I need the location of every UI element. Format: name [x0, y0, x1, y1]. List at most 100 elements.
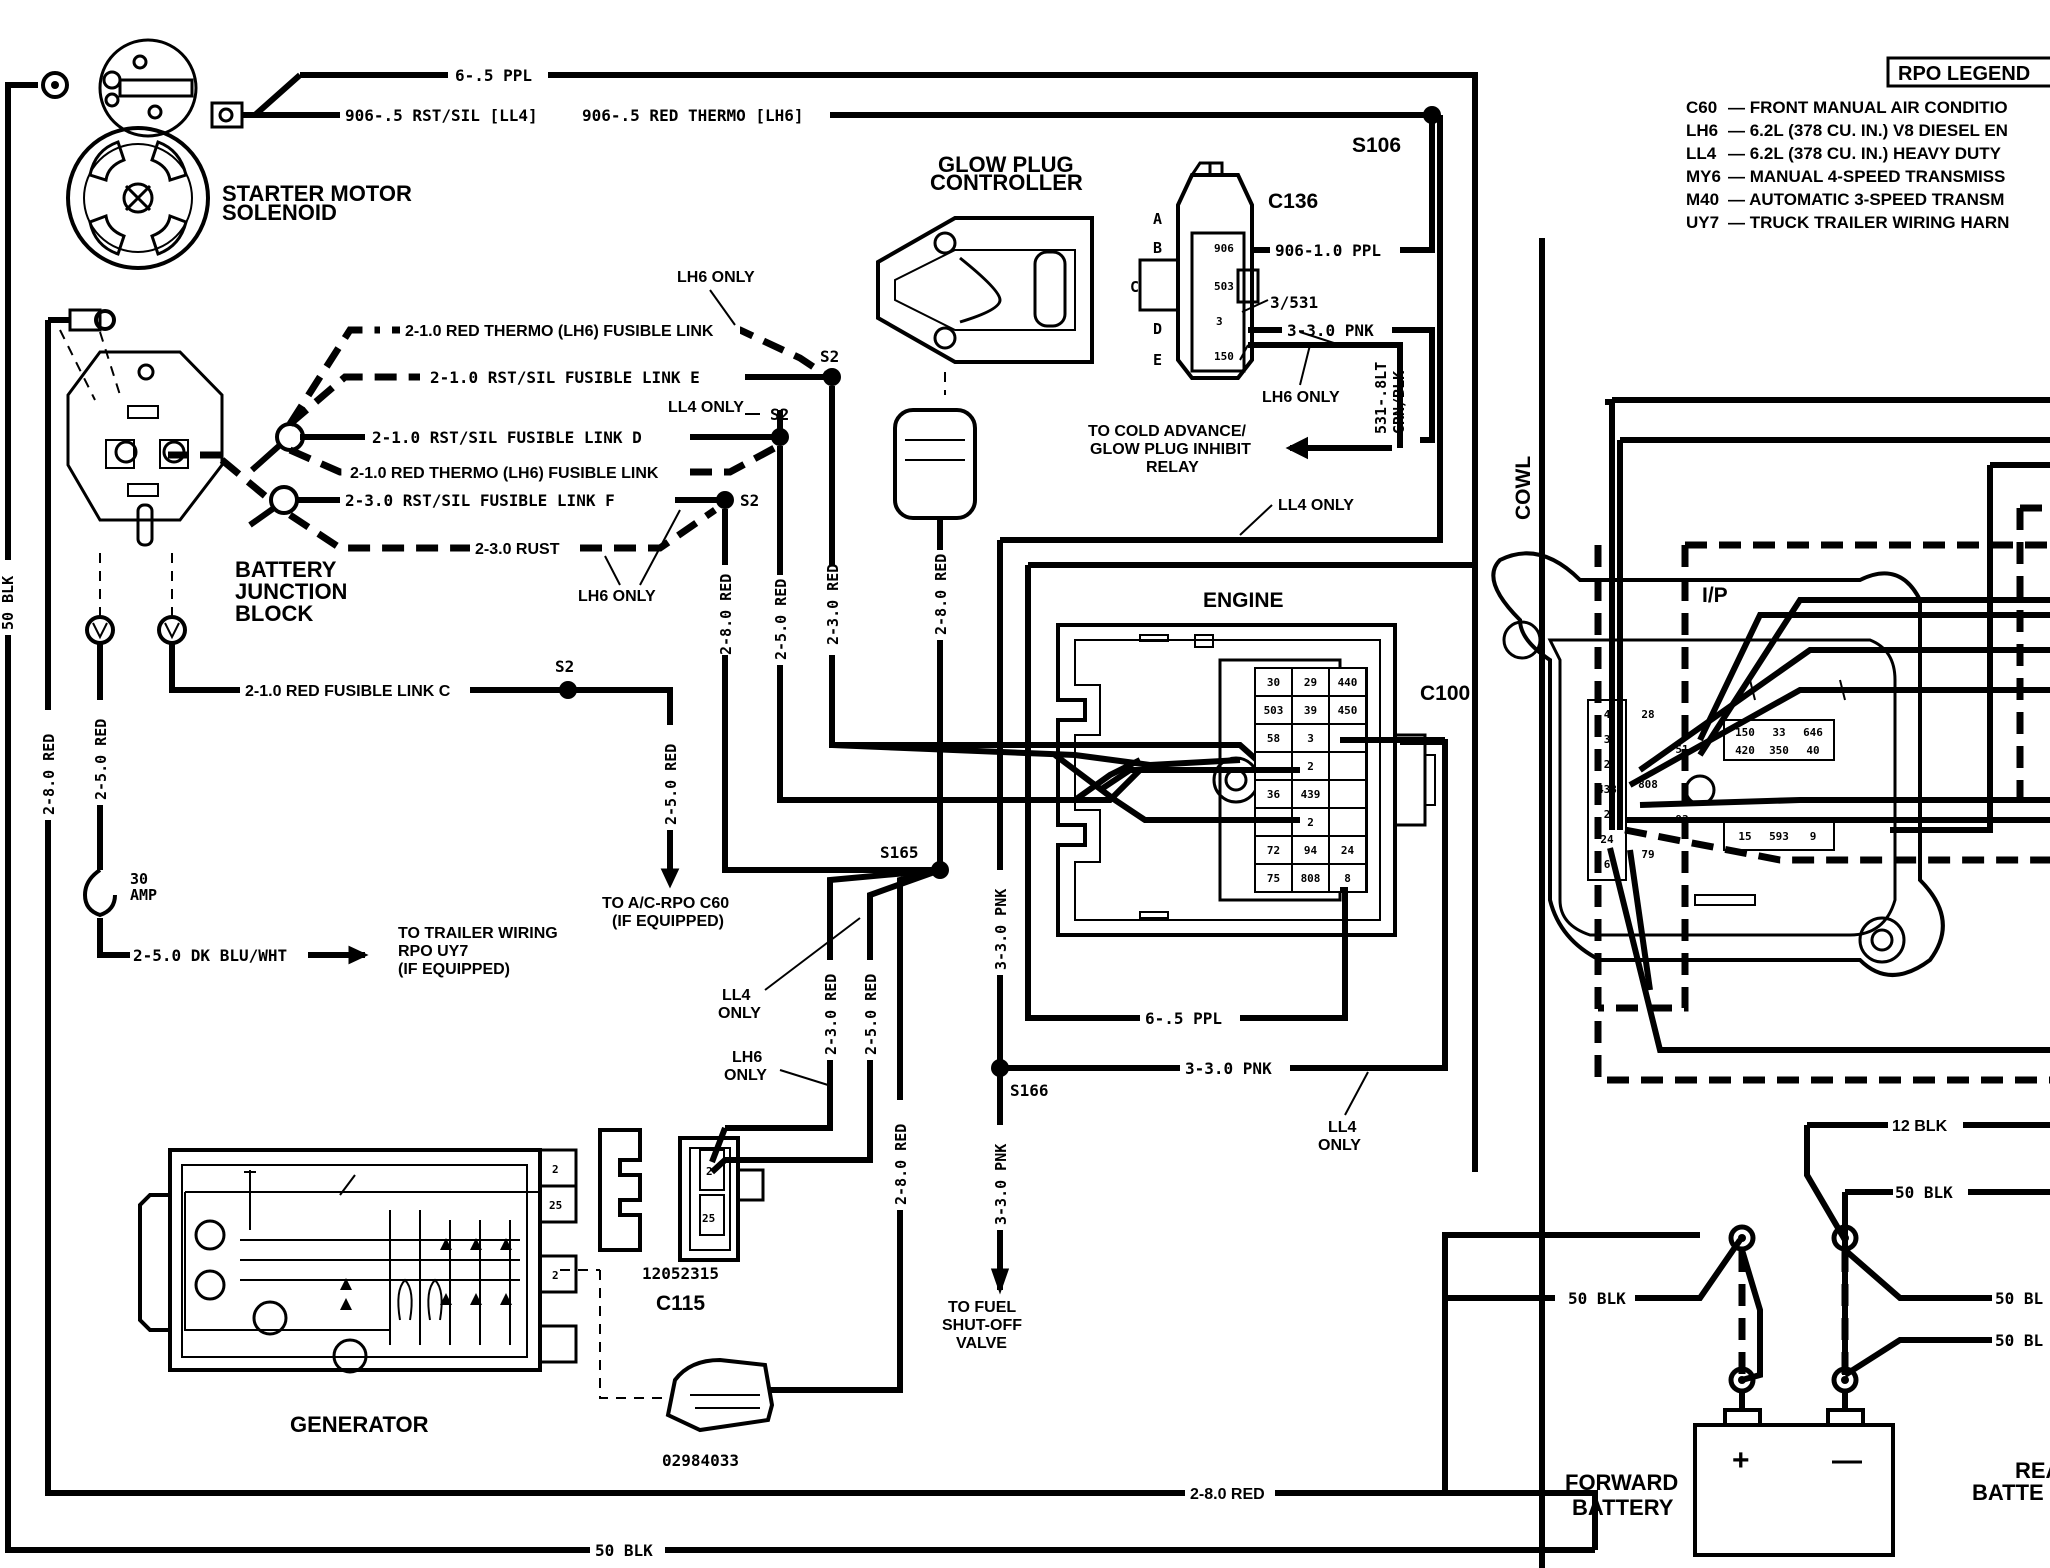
ip-cell2-label: 9 [1810, 830, 1817, 843]
legend-code-m40: M40 [1686, 190, 1719, 209]
note-ac-1: TO A/C-RPO C60 [602, 895, 729, 912]
generator: 2 25 2 GENERATOR [138, 1148, 578, 1437]
wire-label-906-1-ppl: 906-1.0 PPL [1275, 241, 1381, 260]
legend-code-uy7: UY7 [1686, 213, 1719, 232]
c115-part-number: 12052315 [642, 1264, 719, 1283]
wire-label-906-rst: 906-.5 RST/SIL [LL4] [345, 106, 538, 125]
ip-mid-pin-label: 79 [1641, 848, 1654, 861]
c100-cell-label: 503 [1264, 704, 1284, 717]
wire-label-50-blk-r1: 50 BLK [1895, 1183, 1953, 1202]
wire-label-2-8-red-gen: 2-8.0 RED [892, 1124, 910, 1205]
c136-pin-e: E [1153, 351, 1162, 369]
wire-label-6-ppl-bottom: 6-.5 PPL [1145, 1009, 1222, 1028]
generator-pin-2a: 2 [552, 1163, 559, 1176]
note-ll4-only-top: LL4 ONLY [668, 399, 744, 416]
c136-cavity-150: 150 [1214, 350, 1234, 363]
c100-cell-label: 72 [1267, 844, 1280, 857]
wire-label-2-8-red-a: 2-8.0 RED [717, 574, 735, 655]
note-cold-advance-2: GLOW PLUG INHIBIT [1090, 441, 1251, 458]
battery-junction-line1: BATTERY [235, 557, 337, 582]
fusible-rst-e-path [287, 373, 420, 427]
wire-label-3-3-pnk-v2: 3-3.0 PNK [992, 1144, 1010, 1225]
c115-label: C115 [656, 1292, 705, 1315]
c100-cell [1328, 751, 1367, 781]
wire-label-2-3-red-a: 2-3.0 RED [824, 564, 842, 645]
forward-battery: + — FORWARD BATTERY [1565, 1408, 1895, 1557]
wire-label-3-3-pnk-h: 3-3.0 PNK [1185, 1059, 1272, 1078]
note-lh6-gen-1: LH6 [732, 1049, 762, 1066]
ip-mid-pin-label: 808 [1638, 778, 1658, 791]
splice-s2-a: S2 [820, 347, 839, 366]
fusible-red-c: 2-1.0 RED FUSIBLE LINK C [245, 683, 451, 700]
c100-cell-label: 75 [1267, 872, 1280, 885]
rear-battery-line2: BATTE [1972, 1480, 2044, 1505]
cowl-label: COWL [1512, 456, 1535, 520]
c115-pin-2: 2 [706, 1165, 713, 1178]
ip-left-pin-label: 2 [1604, 758, 1611, 771]
c100-cell-label: 439 [1301, 788, 1321, 801]
forward-battery-line2: BATTERY [1572, 1495, 1674, 1520]
wire-label-6-ppl-top: 6-.5 PPL [455, 66, 532, 85]
ip-cell-label: 33 [1772, 726, 1785, 739]
legend-desc-lh6: — 6.2L (378 CU. IN.) V8 DIESEL EN [1728, 121, 2008, 140]
c100-cell [1328, 835, 1367, 865]
c136-cavity-503: 503 [1214, 280, 1234, 293]
note-trailer-1: TO TRAILER WIRING [398, 925, 558, 942]
note-lh6-only-rust: LH6 ONLY [578, 588, 656, 605]
wire-label-3-3-pnk-v: 3-3.0 PNK [992, 889, 1010, 970]
c136-pin-b: B [1153, 239, 1162, 257]
c136-pin-d: D [1153, 320, 1162, 338]
ip-cell2-label: 593 [1769, 830, 1789, 843]
battery-junction-block: BATTERY JUNCTION BLOCK [66, 350, 347, 626]
splice-s2-a-dot [823, 368, 841, 386]
fusible-red-thermo-mid: 2-1.0 RED THERMO (LH6) FUSIBLE LINK [350, 465, 659, 482]
ip-cell-label: 40 [1806, 744, 1819, 757]
c100-cell [1328, 807, 1367, 837]
wire-label-2-8-red-left: 2-8.0 RED [40, 734, 58, 815]
c100-cell-label: 2 [1307, 760, 1314, 773]
generator-pin-25: 25 [549, 1199, 562, 1212]
c100-cell [1328, 779, 1367, 809]
fusible-red-thermo-top-path [287, 326, 380, 426]
c100-cell [1254, 779, 1293, 809]
wire-label-50-blk-r2: 50 BLK [1568, 1289, 1626, 1308]
wire-2-5-red-ac [568, 687, 673, 870]
legend-desc-my6: — MANUAL 4-SPEED TRANSMISS [1728, 167, 2005, 186]
note-ll4-only-engine: LL4 ONLY [1278, 497, 1354, 514]
ip-label: I/P [1702, 584, 1728, 607]
note-fuel-1: TO FUEL [948, 1299, 1016, 1316]
legend-title: RPO LEGEND [1898, 63, 2030, 85]
legend-code-lh6: LH6 [1686, 121, 1718, 140]
wire-label-2-8-red-b: 2-8.0 RED [932, 554, 950, 635]
fusible-c-path [169, 643, 240, 693]
wire-ll4-to-s106 [1000, 115, 1443, 543]
glow-plug-label-line2: CONTROLLER [930, 170, 1083, 195]
battery-minus: — [1832, 1444, 1862, 1477]
note-cold-advance-1: TO COLD ADVANCE/ [1088, 423, 1246, 440]
glow-plug-relay-boot [893, 408, 977, 520]
wire-label-2-3-red-gen: 2-3.0 RED [822, 974, 840, 1055]
ip-cell-label: 420 [1735, 744, 1755, 757]
solenoid-ring-terminal-left [20, 71, 69, 99]
note-ac-2: (IF EQUIPPED) [612, 913, 724, 930]
wire-50-blk-left-loop [5, 82, 1595, 1553]
splice-s106: S106 [1352, 134, 1401, 157]
ip-left-pin-label: 24 [1600, 833, 1614, 846]
c115-pin-25: 25 [702, 1212, 715, 1225]
wire-label-dk-blu: 2-5.0 DK BLU/WHT [133, 946, 287, 965]
note-ll4-bottom-2: ONLY [1318, 1137, 1361, 1154]
ip-cell-label: 646 [1803, 726, 1823, 739]
legend-code-my6: MY6 [1686, 167, 1721, 186]
splice-s2-b: S2 [770, 405, 789, 424]
c100-cell-label: 24 [1341, 844, 1355, 857]
battery-junction-line3: BLOCK [235, 601, 313, 626]
junction-stud-lower [269, 485, 299, 515]
generator-pin-2b: 2 [552, 1269, 559, 1282]
battery-junction-line2: JUNCTION [235, 579, 347, 604]
wire-label-50-blk-bottom: 50 BLK [595, 1541, 653, 1560]
ip-cell-label: 150 [1735, 726, 1755, 739]
starter-label-line2: SOLENOID [222, 200, 337, 225]
